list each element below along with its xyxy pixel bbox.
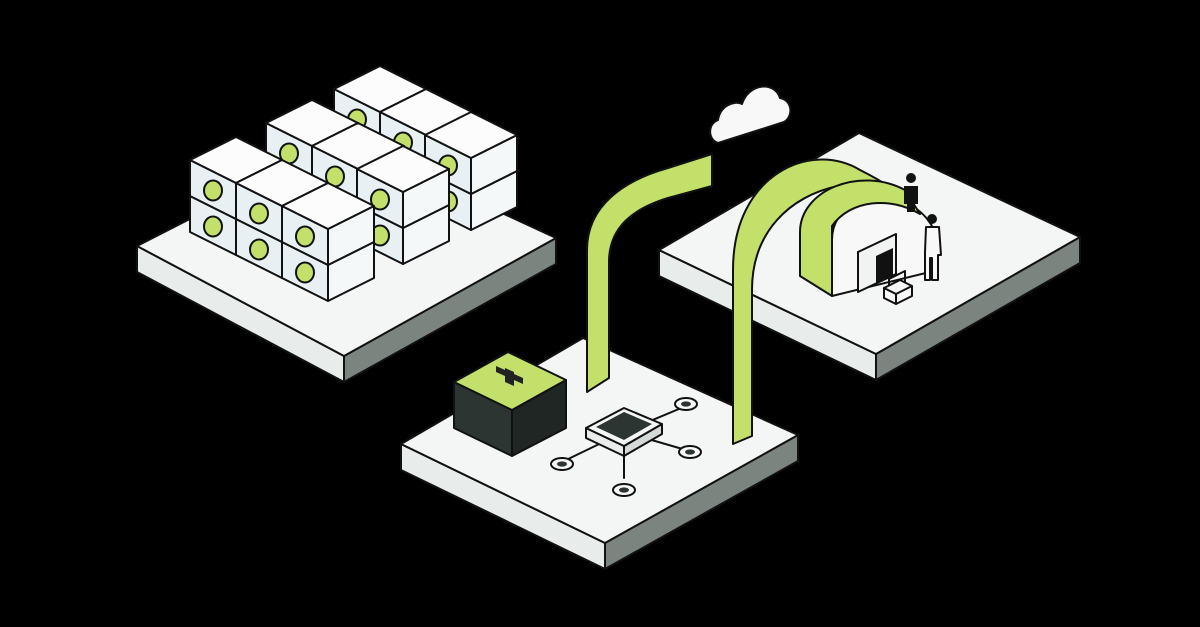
cloud-uplink-ribbon [586,153,713,393]
person-icon [904,173,918,212]
network-node-core [619,487,629,493]
server-led-indicator [249,238,269,261]
medical-cross-box-icon [453,351,567,457]
hangar-building-icon [799,179,939,297]
cloud-icon [709,85,792,144]
network-node-core [685,449,695,455]
processor-chip-icon [585,407,663,457]
network-node-icon [550,397,702,497]
network-node-core [681,401,691,407]
server-rack-cluster [189,65,518,302]
server-led-indicator [370,188,390,211]
server-led-indicator [295,261,315,284]
network-node-core [557,461,567,467]
person-icon [924,214,942,281]
server-led-indicator [295,225,315,248]
server-led-indicator [203,215,223,238]
server-led-indicator [249,202,269,225]
basket-icon [883,270,913,305]
hangar-door [876,248,893,284]
server-cube [281,182,375,302]
server-led-indicator [203,179,223,202]
